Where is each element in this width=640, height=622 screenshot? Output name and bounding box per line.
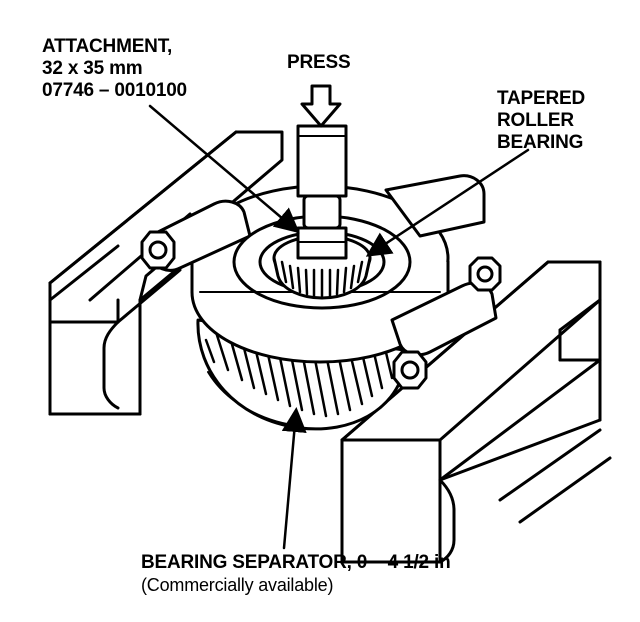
bearing-separator-label-line1: BEARING SEPARATOR, 0 – 4 1/2 in	[141, 552, 451, 573]
press-shaft	[296, 124, 348, 260]
bearing-separator-label: BEARING SEPARATOR, 0 – 4 1/2 in (Commerc…	[141, 552, 451, 596]
press-label: PRESS	[287, 52, 351, 73]
attachment-label-line2: 32 x 35 mm	[42, 58, 143, 79]
bearing-separator-label-line2: (Commercially available)	[141, 575, 334, 595]
tapered-label-line2: ROLLER	[497, 110, 574, 131]
leader-lines	[148, 104, 530, 550]
attachment-label-line1: ATTACHMENT,	[42, 36, 173, 57]
bearing-separator	[148, 174, 498, 364]
right-nut	[392, 350, 428, 390]
top-right-nut	[468, 256, 502, 292]
attachment-label: ATTACHMENT, 32 x 35 mm 07746 – 0010100	[42, 36, 187, 102]
tapered-label-line3: BEARING	[497, 132, 584, 153]
attachment-label-line3: 07746 – 0010100	[42, 80, 187, 101]
press-arrow-icon	[300, 84, 342, 128]
tapered-label-line1: TAPERED	[497, 88, 585, 109]
tapered-roller-bearing-label: TAPERED ROLLER BEARING	[497, 88, 585, 154]
left-nut	[140, 230, 176, 270]
right-press-block	[340, 260, 612, 564]
